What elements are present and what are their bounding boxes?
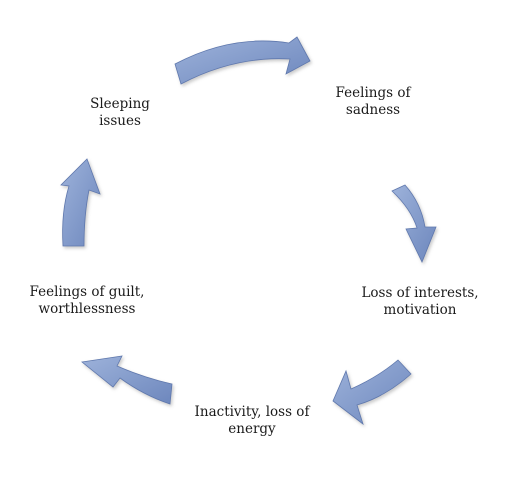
node-loss-of-interests-line-1: Loss of interests, xyxy=(361,285,479,301)
arrow-sadness-to-loss-of-interests xyxy=(391,184,437,263)
node-feelings-of-guilt: Feelings of guilt, worthlessness xyxy=(30,284,145,318)
node-feelings-of-guilt-line-2: worthlessness xyxy=(38,301,136,317)
node-feelings-of-sadness-line-2: sadness xyxy=(345,102,401,118)
arrow-guilt-to-sleeping xyxy=(60,158,101,247)
arrow-sleeping-to-sadness xyxy=(174,36,311,85)
node-feelings-of-sadness: Feelings of sadness xyxy=(336,85,411,119)
node-sleeping-issues-line-1: Sleeping xyxy=(90,96,150,112)
node-inactivity: Inactivity, loss of energy xyxy=(195,404,310,438)
node-sleeping-issues: Sleeping issues xyxy=(90,96,150,130)
node-loss-of-interests: Loss of interests, motivation xyxy=(361,285,478,319)
node-inactivity-line-2: energy xyxy=(228,421,276,437)
arrow-loss-of-interests-to-inactivity xyxy=(332,359,412,426)
node-loss-of-interests-line-2: motivation xyxy=(383,302,457,318)
node-feelings-of-sadness-line-1: Feelings of xyxy=(335,85,411,101)
node-sleeping-issues-line-2: issues xyxy=(99,113,141,129)
arrow-inactivity-to-guilt xyxy=(81,355,173,405)
node-feelings-of-guilt-line-1: Feelings of guilt, xyxy=(29,284,145,300)
node-inactivity-line-1: Inactivity, loss of xyxy=(194,404,310,420)
